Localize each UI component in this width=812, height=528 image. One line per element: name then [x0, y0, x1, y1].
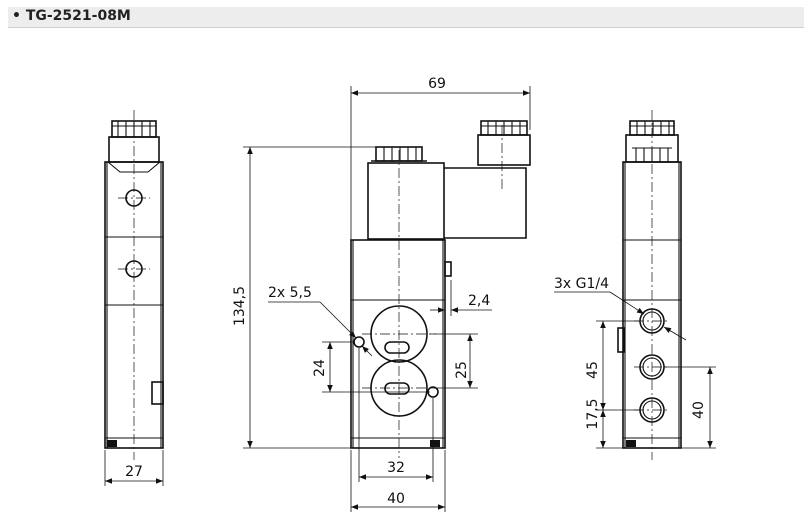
- dim-40-front-label: 40: [387, 491, 405, 507]
- front-view: 69 134,5 2x 5,5 2,4 24 25 32: [232, 76, 531, 512]
- dim-17-5-label: 17,5: [585, 398, 601, 429]
- left-side-view: 27: [104, 110, 164, 486]
- dim-3xg1-4-label: 3x G1/4: [554, 276, 609, 292]
- dim-134-5-label: 134,5: [232, 286, 248, 326]
- dim-24-label: 24: [312, 359, 328, 377]
- dim-2x5-5-label: 2x 5,5: [268, 285, 312, 301]
- title-bar: • TG-2521-08M: [8, 7, 804, 28]
- page-title: • TG-2521-08M: [12, 8, 131, 24]
- dim-69-label: 69: [428, 76, 446, 92]
- dim-27-label: 27: [125, 464, 143, 480]
- dim-2-4-label: 2,4: [468, 293, 490, 309]
- right-side-view: 3x G1/4 45 17,5 40: [554, 110, 716, 460]
- dim-32-label: 32: [387, 460, 405, 476]
- dim-40-side-label: 40: [691, 401, 707, 419]
- dim-25-label: 25: [454, 361, 470, 379]
- dim-45-label: 45: [585, 361, 601, 379]
